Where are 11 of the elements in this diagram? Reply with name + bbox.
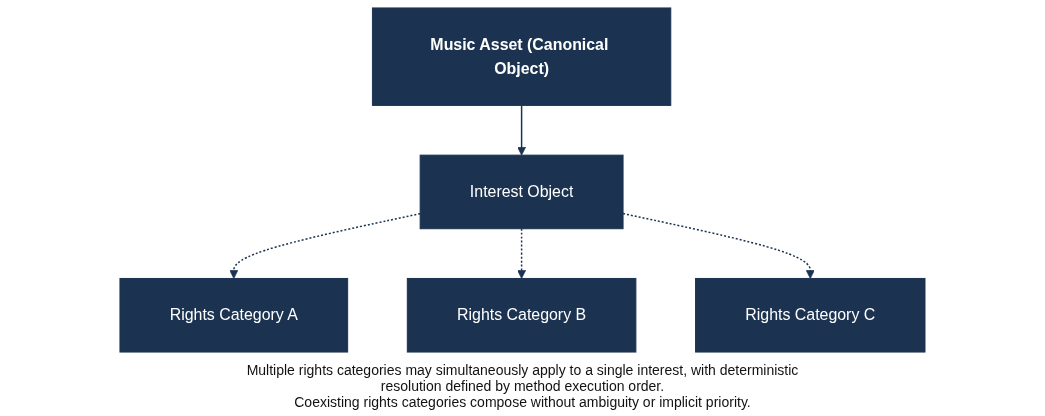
node-box: Rights Category C bbox=[695, 277, 926, 353]
arrow bbox=[517, 104, 526, 156]
arrow bbox=[517, 228, 526, 279]
node-box: Rights Category B bbox=[406, 277, 637, 353]
node-box: Music Asset (Canonical Object) bbox=[371, 7, 672, 106]
note-text: Coexisting rights categories compose without ambiguity or implicit priority. bbox=[293, 394, 752, 410]
arrow bbox=[229, 212, 421, 279]
node-box: Interest Object bbox=[419, 154, 624, 230]
note-text: Multiple rights categories may simultaneously apply to a single interest, with deterministic resolution defined by method execution order. bbox=[245, 362, 800, 394]
node-box: Rights Category A bbox=[119, 277, 349, 353]
arrow bbox=[622, 212, 815, 279]
